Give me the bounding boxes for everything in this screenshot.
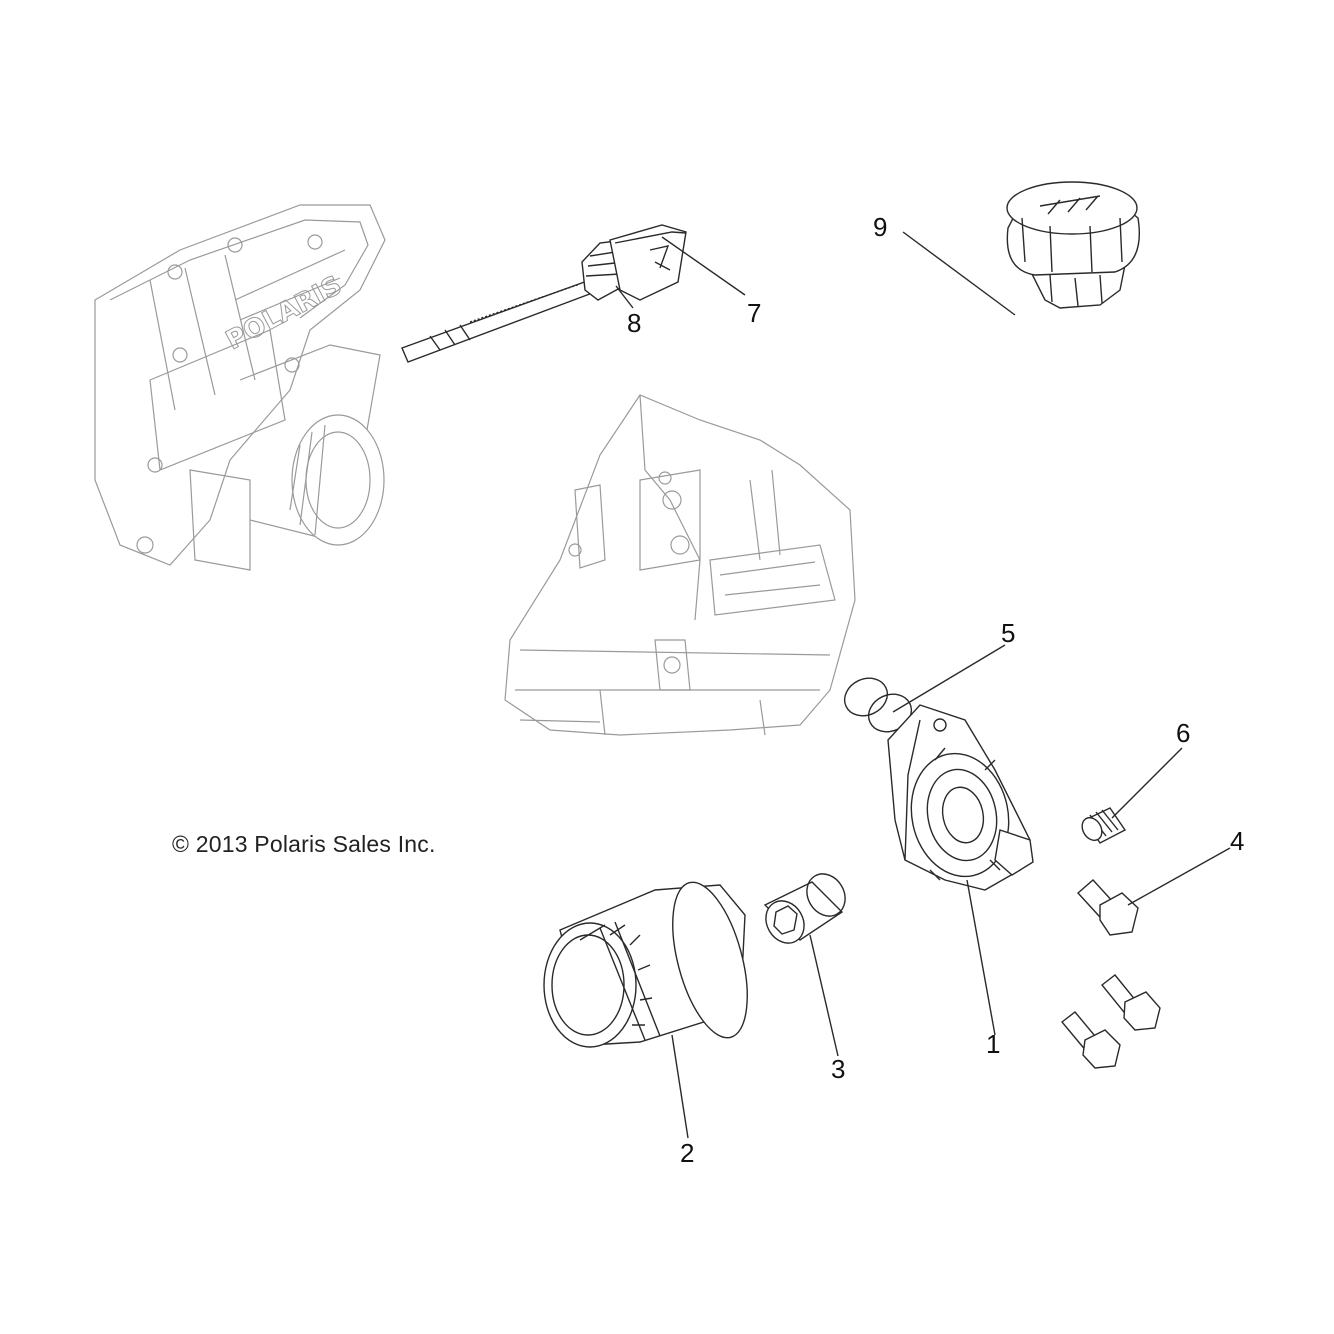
spacer-nipple [763,873,846,944]
callout-labels: 1 2 3 4 5 6 7 8 9 [627,212,1244,1168]
callout-7: 7 [747,298,761,328]
callout-2: 2 [680,1138,694,1168]
callout-8: 8 [627,308,641,338]
engine-head-ghost: POLARIS [94,204,386,571]
dipstick [401,224,687,363]
copyright-notice: © 2013 Polaris Sales Inc. [172,831,436,857]
callout-1: 1 [986,1029,1000,1059]
crankcase-ghost [504,394,856,736]
callout-6: 6 [1176,718,1190,748]
callout-9: 9 [873,212,887,242]
oil-filler-cap [1006,181,1140,309]
callout-3: 3 [831,1054,845,1084]
drain-plug [1081,807,1127,844]
oil-filter [543,881,748,1048]
callout-5: 5 [1001,618,1015,648]
callout-4: 4 [1230,826,1244,856]
leader-lines [615,231,1231,1139]
filter-adapter [887,704,1034,891]
bolts [1060,879,1161,1069]
